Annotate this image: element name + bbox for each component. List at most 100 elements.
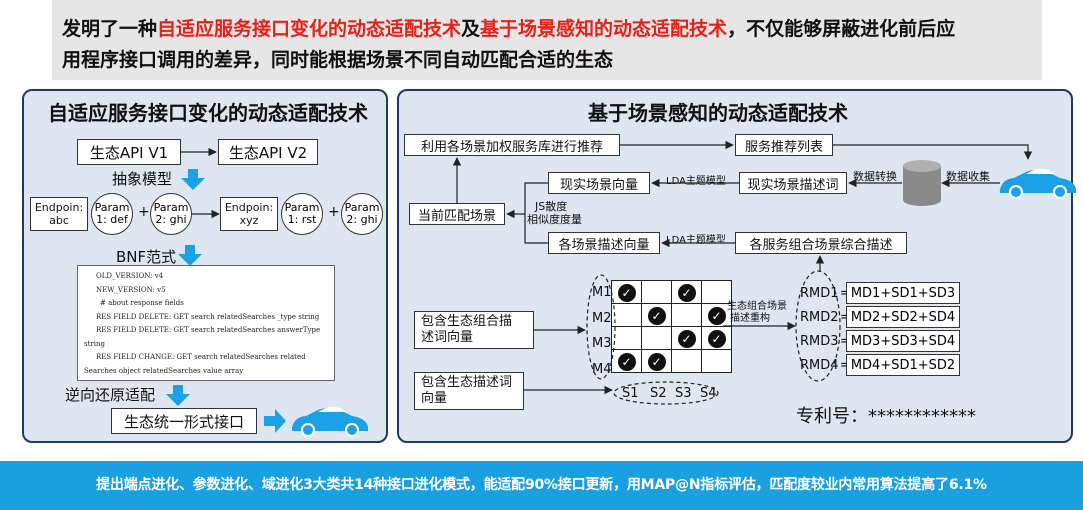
header-part1: 发明了一种 <box>62 18 158 40</box>
m-label-4: M4 <box>592 362 612 377</box>
contain-desc-l2: 向量 <box>421 391 448 406</box>
matrix-row: ✓✓ <box>611 349 732 373</box>
m-label-1: M1 <box>592 285 612 300</box>
left-panel-title: 自适应服务接口变化的动态适配技术 <box>48 101 368 125</box>
endpoint-abc-l1: Endpoin: <box>34 201 84 214</box>
matrix-row: ✓✓ <box>611 280 732 304</box>
endpoint-abc-box: Endpoin: abc <box>30 197 88 231</box>
m-label-2: M2 <box>592 311 612 326</box>
doc-line: RES FIELD DELETE: GET search relatedSear… <box>96 326 321 334</box>
unified-interface-box: 生态统一形式接口 <box>111 408 257 434</box>
header-banner <box>52 0 1042 80</box>
lda-label-2: LDA主题模型 <box>666 235 726 246</box>
abstract-model-label: 抽象模型 <box>112 170 173 188</box>
recommend-box: 利用各场景加权服务库进行推荐 <box>404 134 620 156</box>
rmd-label-2: RMD2 <box>800 310 839 325</box>
api-v2-box: 生态API V2 <box>218 139 318 165</box>
matrix-cell: ✓ <box>701 326 732 350</box>
combo-desc-box: 各服务组合场景综合描述 <box>735 232 907 254</box>
check-icon: ✓ <box>617 353 636 371</box>
equals-sign-1: = <box>840 286 851 301</box>
bracket-js <box>524 182 548 244</box>
param2-ghi-l1: Param <box>153 201 189 214</box>
database-icon <box>903 160 941 206</box>
check-icon: ✓ <box>647 307 666 325</box>
bnf-label: BNF范式 <box>116 248 177 266</box>
s-label-1: S1 <box>622 386 639 401</box>
param2-ghi2-l2: 2: ghi <box>346 213 378 226</box>
md-box-2: MD2+SD2+SD4 <box>846 306 960 328</box>
doc-line: string <box>84 339 105 348</box>
endpoint-xyz-box: Endpoin: xyz <box>220 197 278 231</box>
s-label-3: S3 <box>675 386 692 401</box>
check-icon: ✓ <box>677 284 696 302</box>
matrix-cell: ✓ <box>641 349 672 373</box>
doc-line: # about response fields <box>100 299 184 307</box>
left-panel-arrows <box>166 147 368 437</box>
rmd-label-3: RMD3 <box>800 334 839 349</box>
right-arrow-icon <box>264 409 286 433</box>
js-divergence-label: JS散度 <box>535 200 568 213</box>
plus-sign-2: + <box>328 204 340 220</box>
footer-text: 提出端点进化、参数进化、域进化3大类共14种接口进化模式，能适配90%接口更新，… <box>96 477 987 493</box>
right-panel-title: 基于场景感知的动态适配技术 <box>588 101 848 125</box>
matrix-cell: ✓ <box>641 303 672 327</box>
matrix-cell: ✓ <box>671 326 702 350</box>
down-arrow-icon-2 <box>178 245 202 266</box>
check-icon: ✓ <box>707 307 726 325</box>
doc-line: Searches object relatedSearches value ar… <box>84 366 244 375</box>
param2-ghi-l2: 2: ghi <box>155 213 187 226</box>
matrix-cell: ✓ <box>611 349 642 373</box>
matrix-cell <box>611 303 642 327</box>
equals-sign-4: = <box>840 358 851 373</box>
param1-rst-l1: Param <box>284 201 320 214</box>
matrix-cell <box>611 326 642 350</box>
similarity-label: 相似度度量 <box>527 213 582 226</box>
matrix-cell: ✓ <box>701 303 732 327</box>
footer-banner <box>0 461 1083 510</box>
bnf-document: OLD_VERSION: v4 NEW_VERSION: v5 # about … <box>77 265 335 381</box>
matrix-cell: ✓ <box>611 280 642 304</box>
endpoint-xyz-l2: xyz <box>239 214 259 227</box>
contain-desc-vector-box: 包含生态描述词 向量 <box>414 372 524 410</box>
down-arrow-icon-1 <box>181 169 205 190</box>
each-scene-vector-box: 各场景描述向量 <box>548 232 660 254</box>
check-icon: ✓ <box>647 353 666 371</box>
car-icon <box>292 407 368 437</box>
current-scene-box: 当前匹配场景 <box>409 203 505 225</box>
matrix-cell <box>671 349 702 373</box>
real-scene-desc-box: 现实场景描述词 <box>739 172 847 194</box>
matrix-cell: ✓ <box>671 280 702 304</box>
contain-combo-vector-box: 包含生态组合描 述词向量 <box>414 311 534 349</box>
down-arrow-icon-3 <box>166 385 190 406</box>
rmd-label-4: RMD4 <box>800 358 839 373</box>
md-box-4: MD4+SD1+SD2 <box>846 354 960 376</box>
s-label-2: S2 <box>650 386 667 401</box>
m-ellipse <box>586 274 616 380</box>
endpoint-xyz-l1: Endpoin: <box>224 201 274 214</box>
check-icon: ✓ <box>617 284 636 302</box>
contain-desc-l1: 包含生态描述词 <box>421 375 513 390</box>
matrix-cell <box>641 326 672 350</box>
matrix-cell <box>701 349 732 373</box>
md-box-1: MD1+SD1+SD3 <box>846 282 960 304</box>
header-text-line2: 用程序接口调用的差异，同时能根据场景不同自动匹配合适的生态 <box>62 49 614 71</box>
data-convert-label: 数据转换 <box>853 170 897 183</box>
s-ellipse <box>613 381 719 405</box>
matrix-cell <box>641 280 672 304</box>
endpoint-abc-l2: abc <box>49 214 69 227</box>
reverse-adapt-label: 逆向还原适配 <box>65 386 156 404</box>
patent-number: 专利号：************ <box>796 406 976 427</box>
lda-label-1: LDA主题模型 <box>666 176 726 187</box>
rebuild-label-2: 描述重构 <box>730 313 770 324</box>
right-panel-arrows <box>452 140 1076 405</box>
data-collect-label: 数据收集 <box>946 170 990 183</box>
equals-sign-3: = <box>840 334 851 349</box>
plus-sign-1: + <box>138 204 150 220</box>
doc-line: RES FIELD DELETE: GET search relatedSear… <box>96 312 320 321</box>
s-label-4: S4 <box>700 386 717 401</box>
